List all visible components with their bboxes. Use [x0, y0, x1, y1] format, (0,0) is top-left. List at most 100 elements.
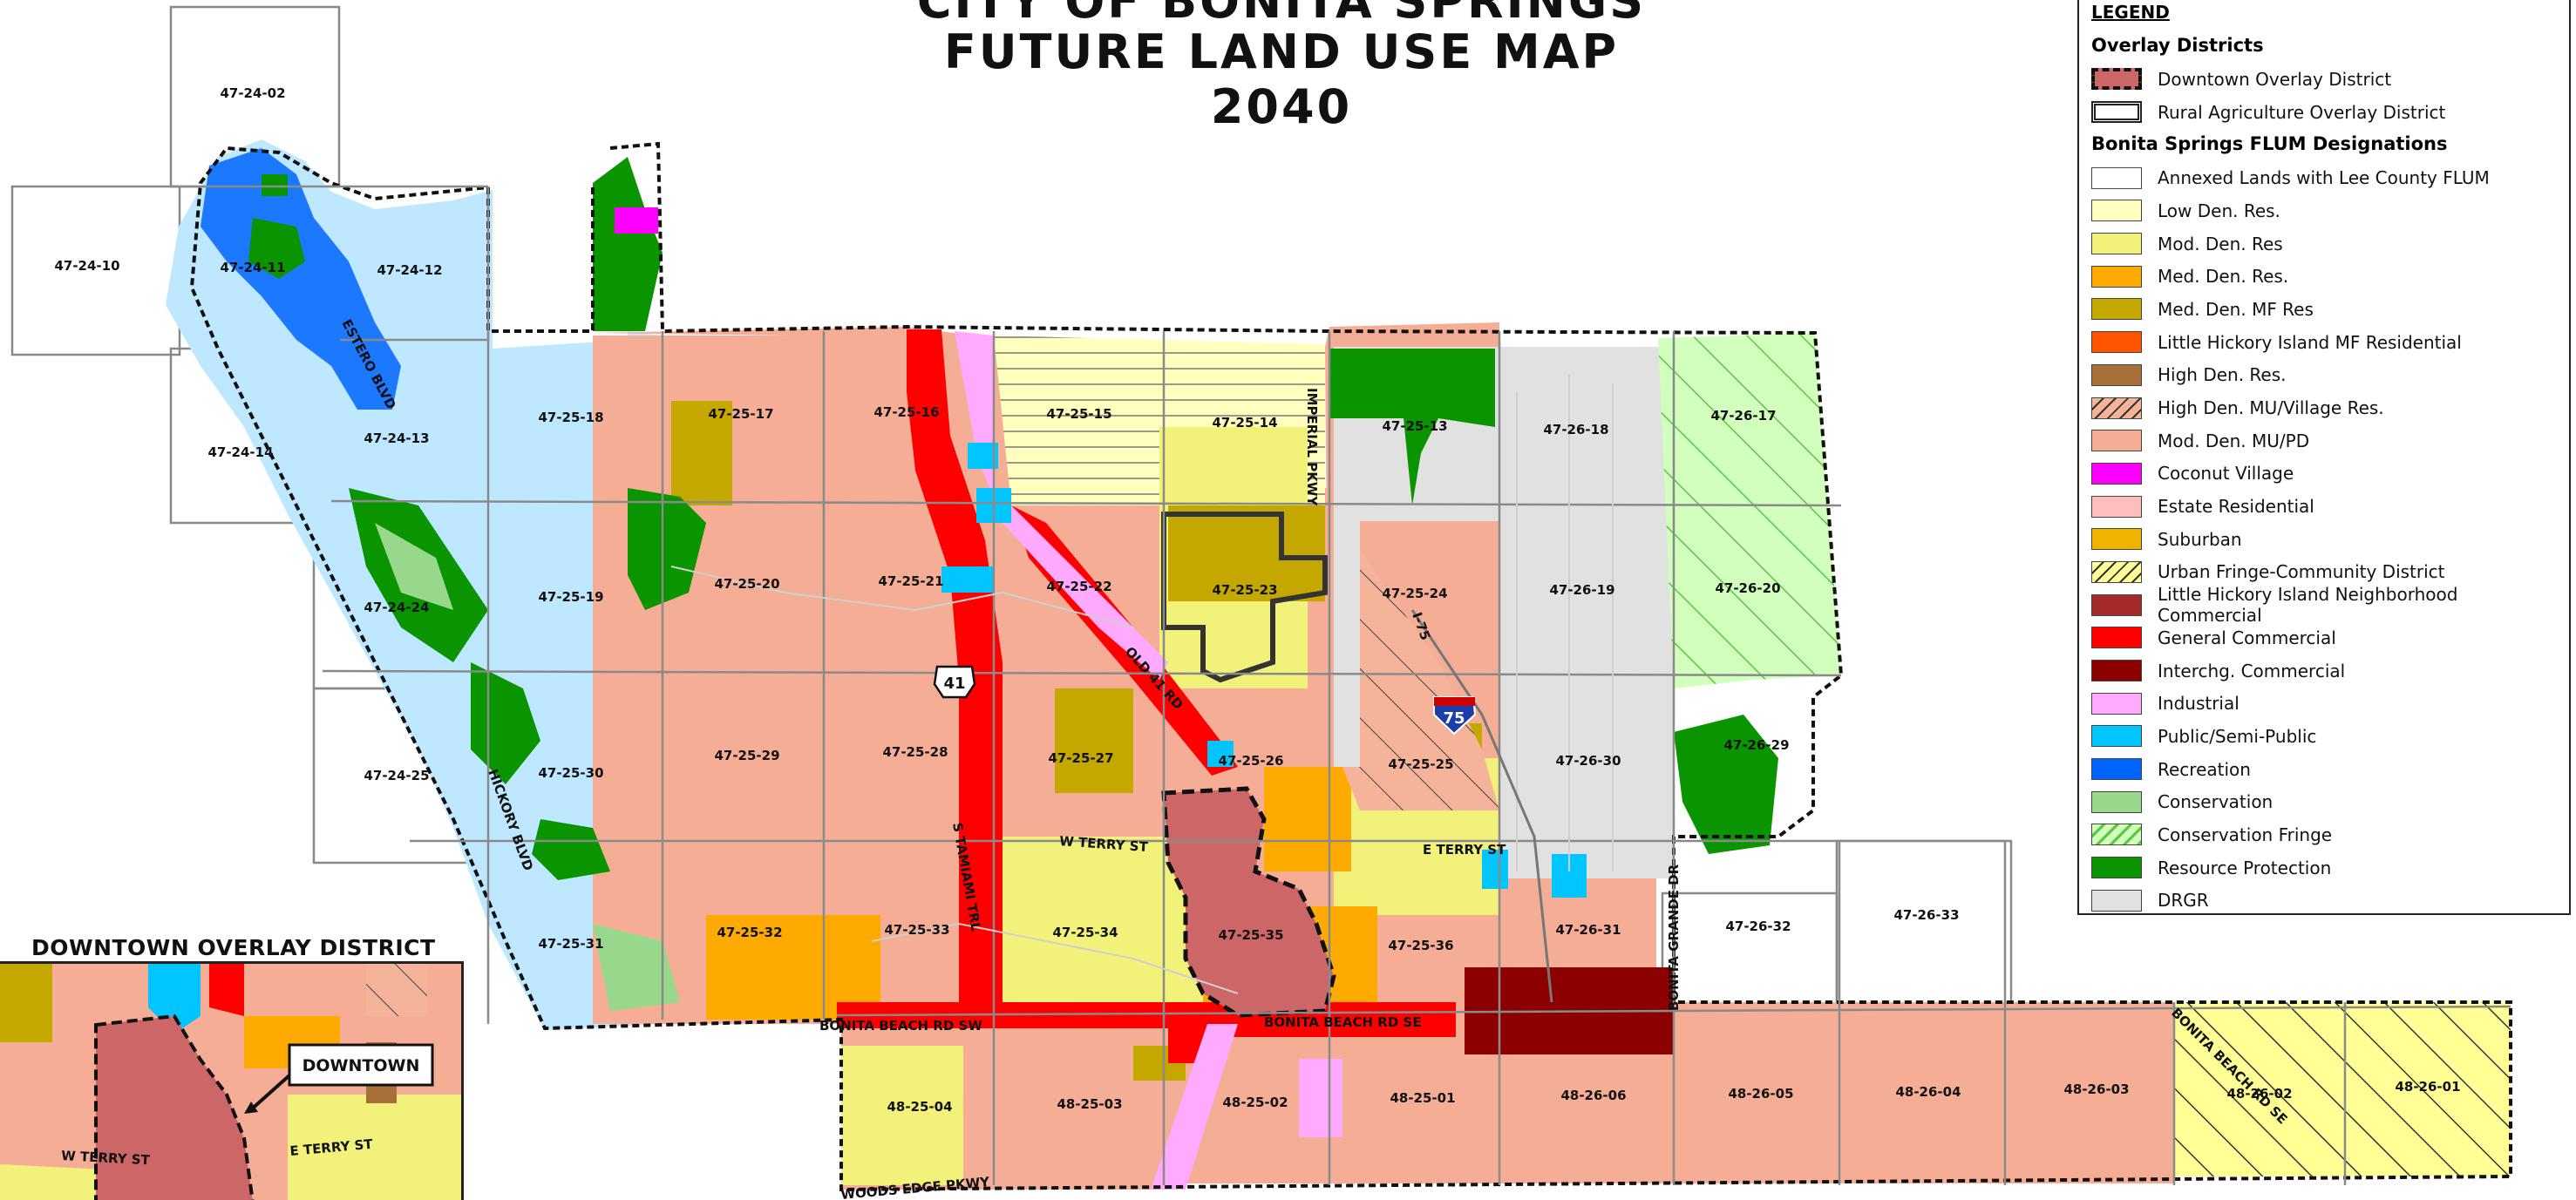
us41-shield: 41 — [933, 665, 976, 699]
legend-swatch — [2091, 627, 2142, 649]
drgr-area — [1499, 347, 1674, 878]
section-grid — [171, 185, 2511, 1185]
legend-label: Med. Den. MF Res — [2158, 298, 2314, 320]
legend-item: Recreation — [2091, 753, 2557, 786]
legend-swatch — [2091, 200, 2142, 222]
legend-swatch — [2091, 430, 2142, 452]
section-label: 47-25-15 — [1046, 406, 1111, 422]
map-title-line2: FUTURE LAND USE MAP 2040 — [943, 24, 1620, 134]
legend-item: Med. Den. MF Res — [2091, 293, 2557, 326]
legend-swatch — [2091, 101, 2142, 124]
inset-title: DOWNTOWN OVERLAY DISTRICT — [31, 935, 436, 960]
legend-swatch — [2091, 660, 2142, 682]
road-label: BONITA GRANDE DR — [1666, 864, 1682, 1011]
us41-label: 41 — [943, 675, 965, 693]
legend-item: Suburban — [2091, 523, 2557, 556]
legend-item: Downtown Overlay District — [2091, 63, 2557, 96]
legend-label: Downtown Overlay District — [2158, 68, 2392, 90]
legend-item: Public/Semi-Public — [2091, 720, 2557, 753]
section-label: 48-26-04 — [1895, 1084, 1961, 1100]
section-label: 47-25-13 — [1382, 418, 1447, 434]
section-label: 48-25-04 — [887, 1099, 952, 1115]
legend-item: Med. Den. Res. — [2091, 260, 2557, 293]
legend-item: Annexed Lands with Lee County FLUM — [2091, 161, 2557, 194]
legend-label: Resource Protection — [2158, 857, 2332, 878]
section-label: 48-26-05 — [1728, 1086, 1793, 1102]
legend-item: Estate Residential — [2091, 490, 2557, 523]
conservation-fringe — [1658, 333, 1841, 688]
section-label: 47-25-25 — [1388, 756, 1453, 772]
i75-route — [1410, 609, 1553, 1003]
legend-swatch — [2091, 560, 2142, 583]
legend-panel: LEGEND Overlay Districts Downtown Overla… — [2077, 0, 2571, 915]
legend-item: Resource Protection — [2091, 851, 2557, 885]
inset-road-label: W TERRY ST — [61, 1148, 151, 1168]
legend-label: Estate Residential — [2158, 496, 2314, 518]
section-label: 48-25-03 — [1057, 1096, 1122, 1112]
section-label: 47-25-17 — [708, 406, 773, 422]
section-label: 47-25-29 — [714, 748, 779, 763]
legend-item: Industrial — [2091, 687, 2557, 720]
section-label: 48-25-01 — [1390, 1090, 1455, 1106]
legend-swatch — [2091, 298, 2142, 321]
section-label: 47-25-14 — [1212, 415, 1277, 431]
section-label: 47-25-23 — [1212, 582, 1277, 598]
legend-label: Public/Semi-Public — [2158, 725, 2317, 747]
legend-label: Little Hickory Island Neighborhood Comme… — [2158, 584, 2458, 627]
section-label: 47-24-02 — [220, 85, 285, 101]
i75-shield: 75 — [1433, 696, 1477, 736]
road-label: IMPERIAL PKWY — [1304, 388, 1320, 506]
legend-label: Coconut Village — [2158, 463, 2294, 485]
section-label: 47-25-33 — [884, 922, 949, 938]
legend-label: Interchg. Commercial — [2158, 660, 2346, 681]
conservation — [375, 523, 680, 1011]
road-label: BONITA BEACH RD SW — [819, 1018, 982, 1034]
section-label: 47-25-16 — [873, 404, 939, 420]
legend-item: Mod. Den. Res — [2091, 227, 2557, 261]
high-density-mu — [1342, 523, 1499, 810]
section-label: 48-26-03 — [2063, 1081, 2129, 1097]
section-label: 47-25-26 — [1218, 753, 1283, 769]
legend-item: Coconut Village — [2091, 458, 2557, 491]
section-label: 47-26-19 — [1549, 582, 1614, 598]
section-label: 47-25-35 — [1218, 927, 1283, 943]
legend-item: Conservation — [2091, 785, 2557, 818]
legend-label: Annexed Lands with Lee County FLUM — [2158, 167, 2490, 189]
legend-swatch — [2091, 593, 2142, 616]
legend-swatch — [2091, 462, 2142, 485]
legend-swatch — [2091, 857, 2142, 879]
bay-islands — [248, 174, 305, 279]
legend-label: Urban Fringe-Community District — [2158, 561, 2445, 583]
section-label: 48-26-01 — [2395, 1079, 2460, 1095]
legend-item: General Commercial — [2091, 621, 2557, 654]
section-label: 47-25-27 — [1048, 750, 1113, 766]
section-label: 47-24-14 — [207, 444, 273, 460]
section-label: 47-25-34 — [1052, 925, 1118, 940]
legend-swatch — [2091, 824, 2142, 846]
legend-label: Rural Agriculture Overlay District — [2158, 101, 2446, 123]
legend-swatch — [2091, 495, 2142, 518]
legend-label: Conservation Fringe — [2158, 824, 2333, 845]
section-label: 47-25-32 — [717, 925, 782, 940]
legend-swatch — [2091, 889, 2142, 912]
legend-swatch — [2091, 331, 2142, 354]
legend-swatch — [2091, 233, 2142, 255]
section-label: 47-26-20 — [1715, 580, 1780, 596]
section-label: 47-24-25 — [364, 768, 429, 783]
map-title-line1: CITY OF BONITA SPRINGS — [916, 0, 1647, 29]
legend-label: Recreation — [2158, 758, 2251, 780]
legend-item: Interchg. Commercial — [2091, 654, 2557, 688]
legend-item: DRGR — [2091, 885, 2557, 918]
legend-overlay-heading: Overlay Districts — [2091, 35, 2264, 56]
rural-ag-overlay — [1161, 512, 1328, 683]
section-label: 47-25-30 — [538, 765, 603, 781]
legend-swatch — [2091, 528, 2142, 551]
legend-swatch — [2091, 397, 2142, 419]
section-label: 47-24-13 — [364, 431, 429, 446]
section-label: 47-25-21 — [878, 573, 943, 589]
legend-item: Little Hickory Island MF Residential — [2091, 326, 2557, 359]
legend-swatch — [2091, 692, 2142, 715]
inset-callout: DOWNTOWN — [302, 1056, 420, 1075]
